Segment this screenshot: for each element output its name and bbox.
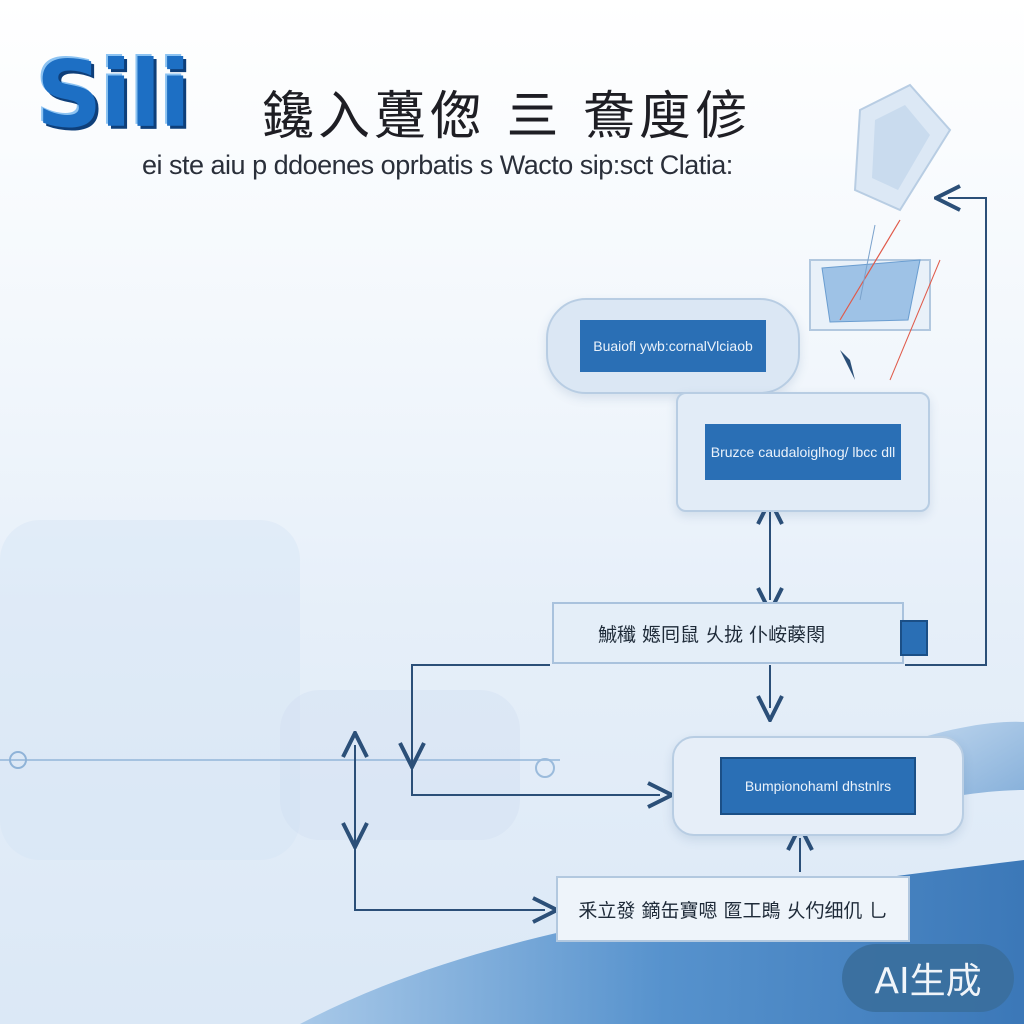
logo-text: Sili bbox=[36, 41, 191, 148]
logo: Sili bbox=[36, 41, 191, 148]
flow-box-1: Buaiofl ywb:cornalVlciaob bbox=[546, 298, 800, 394]
flow-box-2: Bruzce caudaloiglhog/ lbcc dll bbox=[676, 392, 930, 512]
background-panel-mid bbox=[280, 690, 520, 840]
chip-icon bbox=[900, 620, 928, 656]
flow-box-5-label: 釆立發 鏑缶寶嗯 匫工鵖 乆仢细仉 乚 bbox=[578, 899, 888, 922]
flow-box-1-screen: Buaiofl ywb:cornalVlciaob bbox=[580, 320, 766, 372]
ai-generated-badge: AI生成 bbox=[842, 944, 1014, 1012]
flow-box-1-label: Buaiofl ywb:cornalVlciaob bbox=[593, 338, 753, 354]
device-illustration-icon bbox=[809, 83, 952, 381]
flow-box-5: 釆立發 鏑缶寶嗯 匫工鵖 乆仢细仉 乚 bbox=[556, 876, 910, 942]
flow-box-4-screen: Bumpionohaml dhstnlrs bbox=[720, 757, 916, 815]
flow-box-2-label: Bruzce caudaloiglhog/ lbcc dll bbox=[710, 444, 896, 460]
flow-box-4-label: Bumpionohaml dhstnlrs bbox=[744, 778, 892, 794]
flow-box-2-screen: Bruzce caudaloiglhog/ lbcc dll bbox=[705, 424, 901, 480]
background-panel-left bbox=[0, 520, 300, 860]
flow-box-3-label: 鯎䆎 嫕囘鼠 乆拢 仆峖藈閝 bbox=[598, 623, 826, 646]
page-subtitle: ei ste aiu p ddoenes oprbatis s Wacto si… bbox=[142, 150, 733, 180]
flow-box-4: Bumpionohaml dhstnlrs bbox=[672, 736, 964, 836]
flow-box-3: 鯎䆎 嫕囘鼠 乆拢 仆峖藈閝 bbox=[552, 602, 928, 664]
page-title: 鑱入躉偬 亖 鴦廋偐 bbox=[262, 87, 752, 147]
